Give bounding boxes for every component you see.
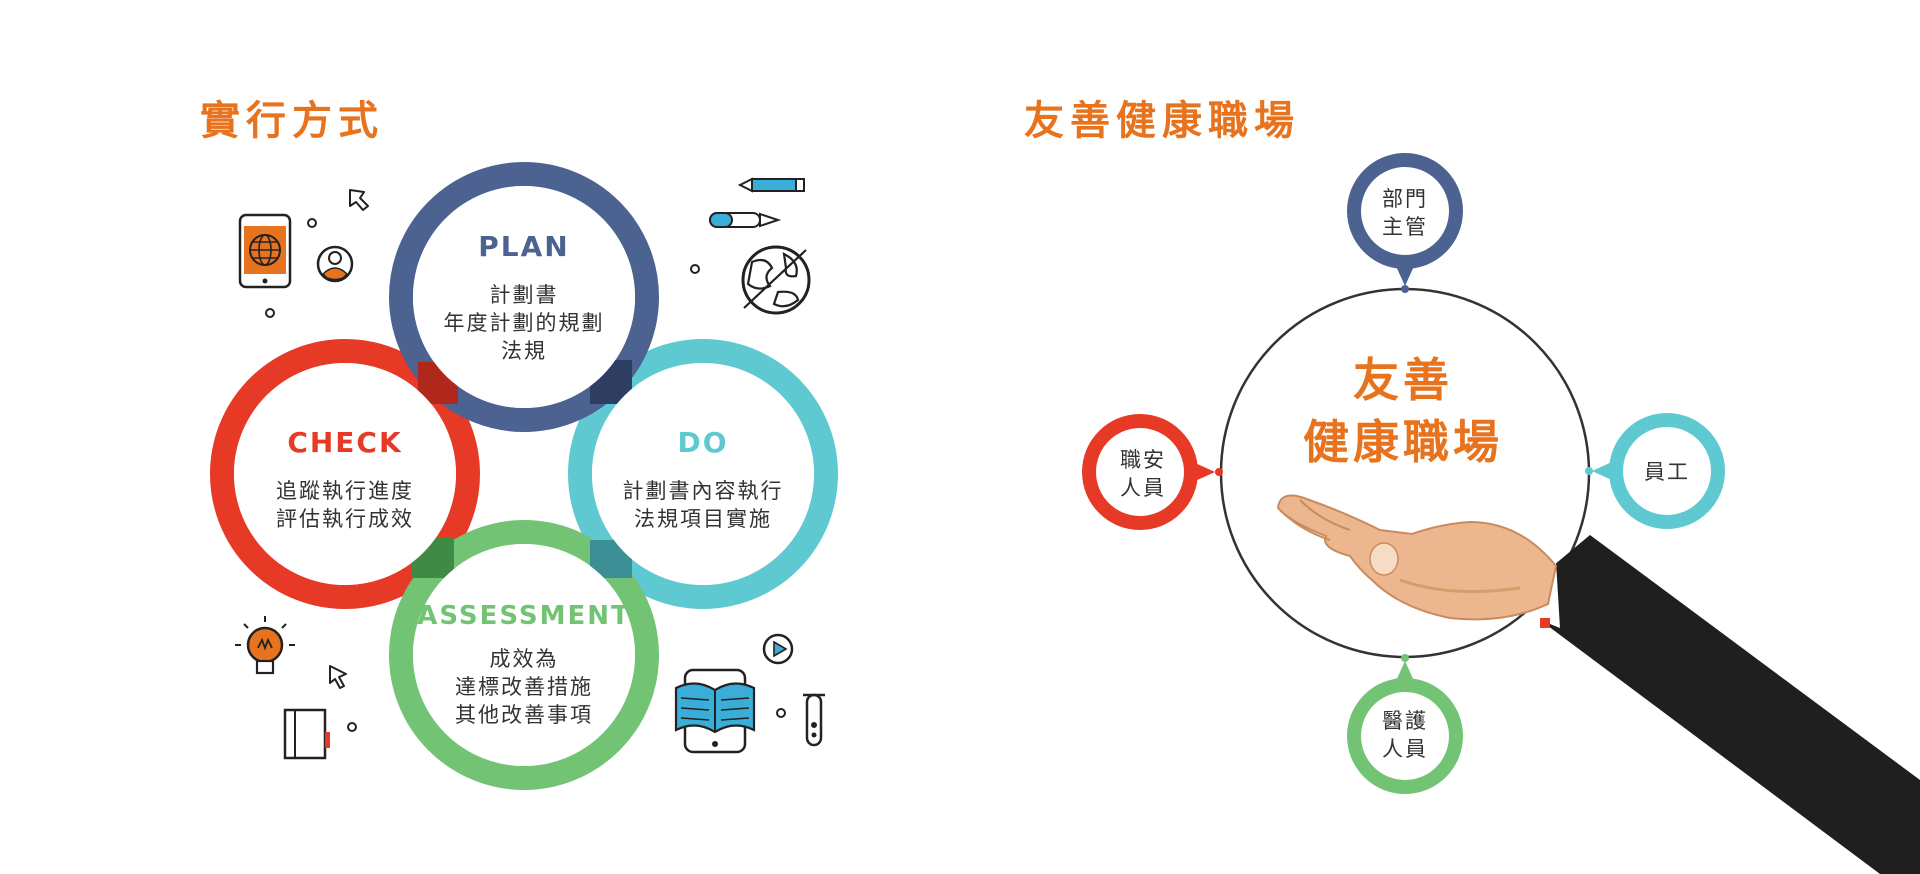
plan-heading: PLAN <box>478 230 569 263</box>
check-heading: CHECK <box>287 426 402 459</box>
pin-top-line-2: 主管 <box>1382 215 1428 239</box>
play-icon <box>762 633 794 665</box>
hand-icon <box>1276 494 1920 874</box>
plan-line-2: 年度計劃的規劃 <box>444 311 605 335</box>
pointer-icon <box>329 665 347 689</box>
dot-icon <box>307 218 317 228</box>
test-tube-icon <box>803 693 825 747</box>
pencil-icon <box>737 177 805 193</box>
phone-globe-icon <box>238 213 292 289</box>
assessment-heading: ASSESSMENT <box>417 601 631 631</box>
dot-icon <box>690 264 700 274</box>
section-title-left: 實行方式 <box>200 98 384 144</box>
center-line-1: 友善 <box>1353 353 1453 407</box>
pin-left: 職安 人員 <box>1082 414 1223 530</box>
dot-icon <box>265 308 275 318</box>
pin-left-line-1: 職安 <box>1120 448 1166 472</box>
lightbulb-icon <box>235 616 295 675</box>
user-icon <box>316 245 354 283</box>
check-line-1: 追蹤執行進度 <box>276 479 414 503</box>
book-icon <box>283 708 330 760</box>
do-heading: DO <box>677 426 728 459</box>
dot-icon <box>347 722 357 732</box>
assessment-line-1: 成效為 <box>490 647 559 671</box>
do-line-2: 法規項目實施 <box>634 507 772 531</box>
assessment-line-2: 達標改善措施 <box>455 675 593 699</box>
cursor-arrow-icon <box>349 189 369 211</box>
workplace-diagram: 友善 健康職場 部門 主管 職安 <box>1082 153 1920 874</box>
pin-left-line-2: 人員 <box>1120 476 1166 500</box>
pin-top-line-1: 部門 <box>1382 187 1428 211</box>
pin-bottom-line-2: 人員 <box>1382 737 1428 761</box>
tablet-book-icon <box>674 668 756 754</box>
center-line-2: 健康職場 <box>1303 415 1503 469</box>
dot-icon <box>776 708 786 718</box>
pin-right-line-1: 員工 <box>1644 460 1690 484</box>
assessment-line-3: 其他改善事項 <box>455 703 593 727</box>
pdca-cycle: PLAN 計劃書 年度計劃的規劃 法規 CHECK 追蹤執行進度 評估執行成效 … <box>210 162 838 790</box>
pin-bottom-line-1: 醫護 <box>1382 709 1428 733</box>
pin-bottom: 醫護 人員 <box>1347 654 1463 794</box>
plan-line-1: 計劃書 <box>490 283 559 307</box>
globe-icon <box>741 245 811 315</box>
pen-icon <box>709 212 782 228</box>
pin-top: 部門 主管 <box>1347 153 1463 293</box>
check-line-2: 評估執行成效 <box>276 507 414 531</box>
pin-right: 員工 <box>1585 413 1725 529</box>
do-line-1: 計劃書內容執行 <box>623 479 784 503</box>
section-title-right: 友善健康職場 <box>1024 98 1300 144</box>
plan-line-3: 法規 <box>501 339 547 363</box>
